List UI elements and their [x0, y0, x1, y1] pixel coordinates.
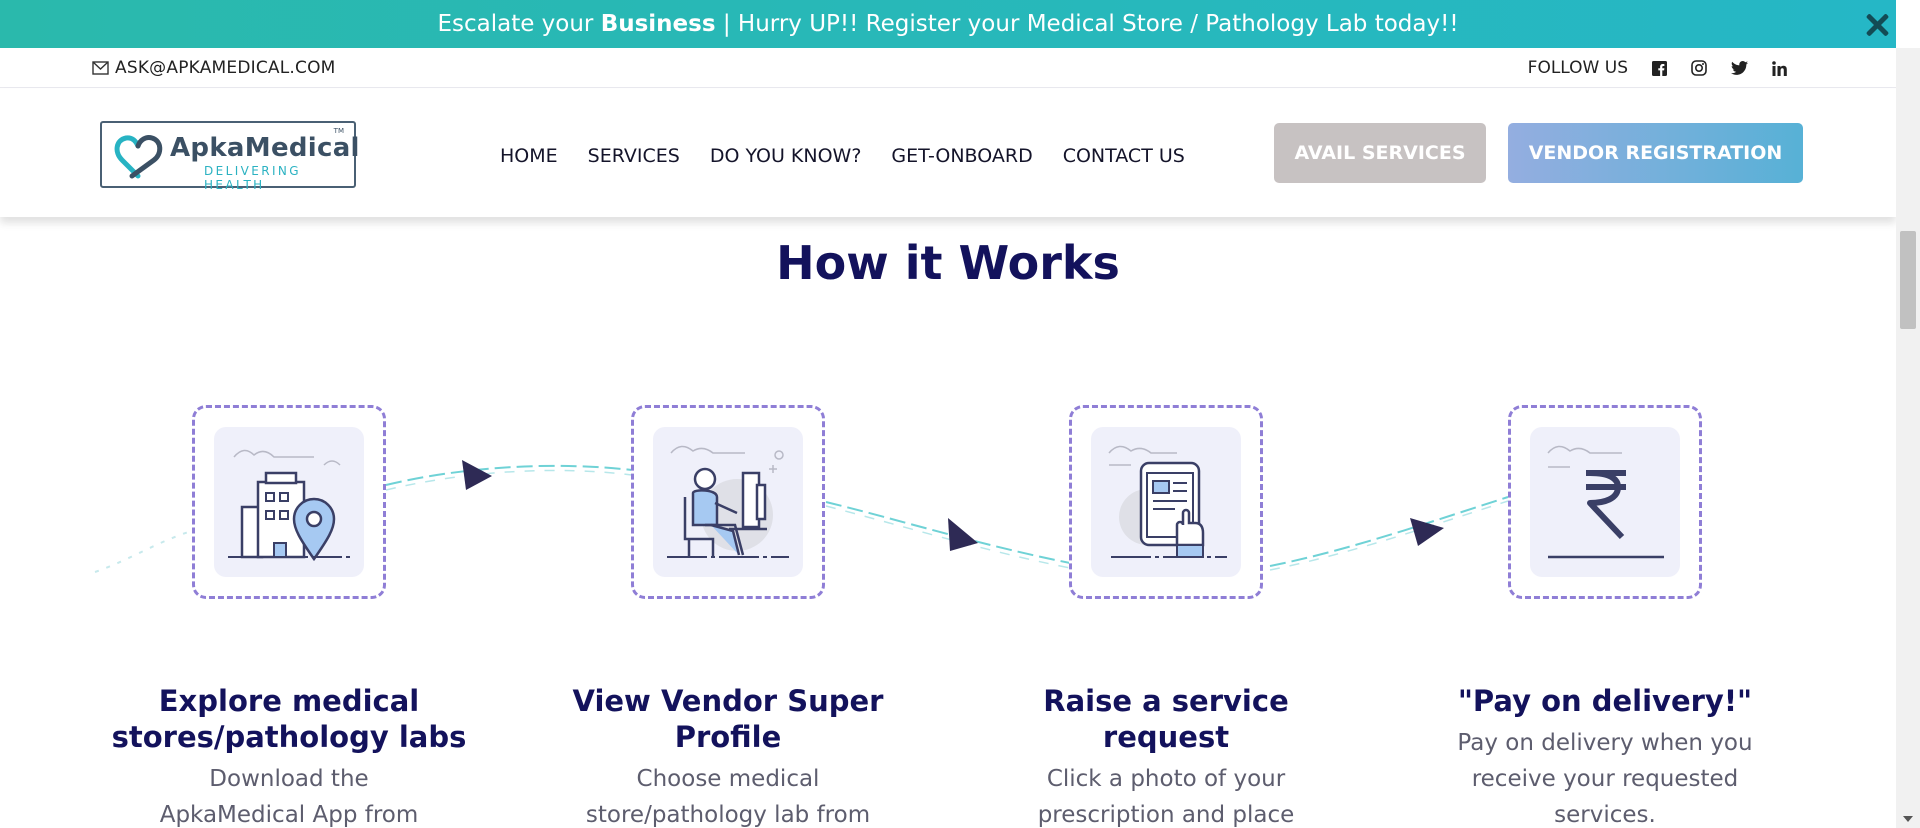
scroll-down-arrow-icon[interactable] [1903, 816, 1913, 822]
building-location-icon [228, 449, 350, 562]
flow-arrow-3-icon [1410, 518, 1444, 546]
step-4-title: "Pay on delivery!" [1457, 684, 1753, 718]
person-computer-icon [667, 445, 789, 558]
step-1-text: Download the ApkaMedical App from [159, 766, 419, 828]
step-4-text: Pay on delivery when you receive your re… [1457, 730, 1753, 828]
step-3-text: Click a photo of your prescription and p… [1037, 766, 1295, 828]
facebook-icon[interactable] [1650, 59, 1668, 77]
step-card-1 [192, 405, 386, 599]
step-card-3-inner [1091, 427, 1241, 577]
linkedin-icon[interactable] [1770, 59, 1788, 77]
step-card-2 [631, 405, 825, 599]
nav-services[interactable]: SERVICES [587, 145, 680, 167]
page-scrollbar[interactable] [1896, 48, 1920, 828]
follow-us: FOLLOW US [1528, 58, 1788, 78]
avail-services-button[interactable]: AVAIL SERVICES [1274, 123, 1486, 183]
heart-logo-icon [114, 135, 163, 179]
logo-tagline: DELIVERING HEALTH [204, 164, 301, 192]
contact-strip: ASK@APKAMEDICAL.COM FOLLOW US [0, 48, 1896, 88]
step-2-text: Choose medical store/pathology lab from [585, 766, 871, 828]
email-text: ASK@APKAMEDICAL.COM [115, 58, 336, 78]
announcement-bar: Escalate your Business | Hurry UP!! Regi… [0, 0, 1896, 48]
announcement-bold: Business [600, 11, 716, 37]
logo[interactable]: ApkaMedical DELIVERING HEALTH TM [100, 121, 359, 192]
main-nav: HOME SERVICES DO YOU KNOW? GET-ONBOARD C… [500, 145, 1185, 167]
nav-do-you-know[interactable]: DO YOU KNOW? [709, 145, 862, 167]
nav-contact-us[interactable]: CONTACT US [1062, 145, 1185, 167]
flow-arrow-1-icon [462, 460, 492, 490]
logo-tm: TM [333, 127, 344, 135]
step-card-4 [1508, 405, 1702, 599]
tablet-tap-icon [1108, 445, 1227, 558]
vendor-registration-button[interactable]: VENDOR REGISTRATION [1508, 123, 1803, 183]
step-3-title: Raise a service request [1043, 684, 1289, 754]
flow-arrow-2-icon [948, 518, 978, 551]
step-card-2-inner [653, 427, 803, 577]
section-title: How it Works [776, 236, 1120, 290]
nav-get-onboard[interactable]: GET-ONBOARD [891, 145, 1033, 167]
twitter-icon[interactable] [1730, 59, 1748, 77]
logo-name: ApkaMedical [170, 133, 360, 163]
instagram-icon[interactable] [1690, 59, 1708, 77]
step-card-3 [1069, 405, 1263, 599]
announcement-prefix: Escalate your [437, 11, 594, 37]
follow-label: FOLLOW US [1527, 58, 1628, 78]
announcement-suffix: | Hurry UP!! Register your Medical Store… [722, 11, 1459, 37]
scrollbar-thumb[interactable] [1900, 231, 1916, 329]
step-1-title: Explore medical stores/pathology labs [111, 684, 467, 754]
envelope-icon [92, 61, 109, 75]
nav-home[interactable]: HOME [500, 145, 558, 167]
step-card-4-inner [1530, 427, 1680, 577]
step-card-1-inner [214, 427, 364, 577]
rupee-icon [1547, 445, 1664, 559]
site-header: ApkaMedical DELIVERING HEALTH TM HOME SE… [0, 89, 1896, 217]
email-link[interactable]: ASK@APKAMEDICAL.COM [92, 58, 336, 78]
step-2-title: View Vendor Super Profile [572, 684, 884, 754]
